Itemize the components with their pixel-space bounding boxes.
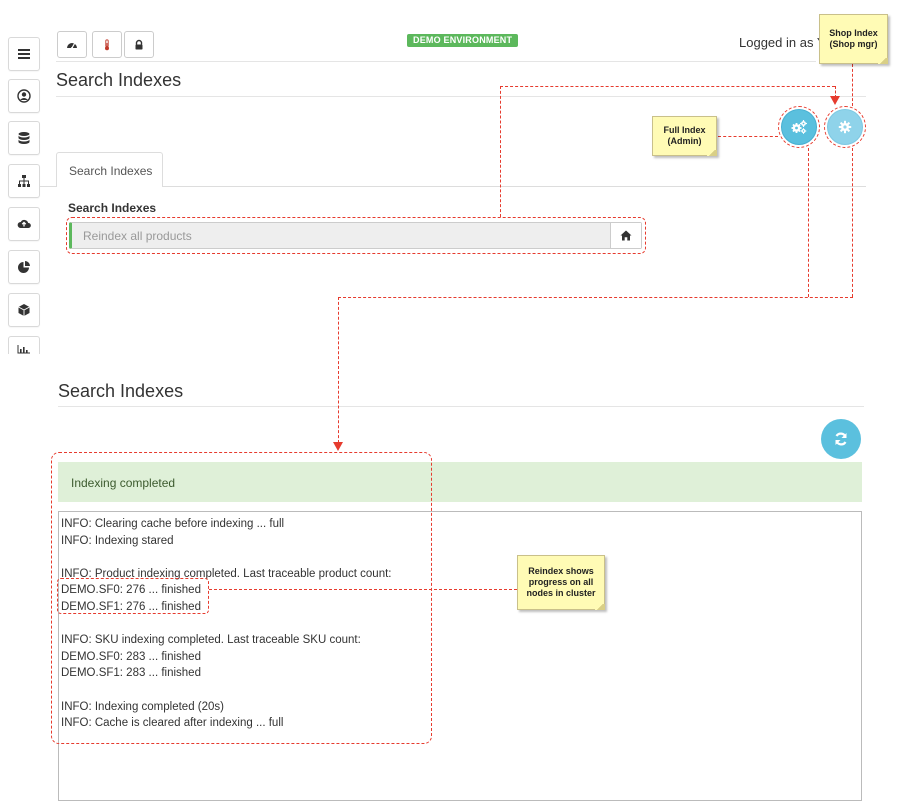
note-line: nodes in cluster <box>526 588 596 598</box>
sitemap-icon <box>18 175 30 187</box>
note-line: (Shop mgr) <box>829 39 878 49</box>
reindex-progress-note: Reindex shows progress on all nodes in c… <box>517 555 605 610</box>
bar-chart-icon <box>17 345 30 354</box>
connector-line <box>338 297 853 298</box>
user-circle-icon <box>17 89 31 103</box>
log-line: DEMO.SF1: 283 ... finished <box>61 667 201 680</box>
full-index-highlight <box>778 106 820 148</box>
connector-line <box>338 297 339 443</box>
note-line: Full Index <box>663 125 706 135</box>
dashboard-button[interactable] <box>57 31 87 58</box>
reindex-all-products-row[interactable]: Reindex all products <box>69 222 642 249</box>
menu-button[interactable] <box>8 37 40 71</box>
note-line: Shop Index <box>829 28 878 38</box>
pie-chart-icon <box>18 261 30 273</box>
note-line: Reindex shows <box>528 566 594 576</box>
refresh-icon <box>835 432 847 446</box>
nodes-highlight <box>57 578 209 614</box>
reindex-button[interactable] <box>610 223 641 248</box>
connector-line <box>209 589 517 590</box>
temperature-button[interactable] <box>92 31 122 58</box>
full-index-note: Full Index (Admin) <box>652 116 717 156</box>
tab-baseline <box>163 186 866 187</box>
connector-line <box>808 148 809 297</box>
connector-line <box>835 86 836 98</box>
home-icon <box>620 230 632 241</box>
logged-in-label: Logged in as Y <box>739 35 826 50</box>
connector-line <box>718 136 778 137</box>
log-line: DEMO.SF1: 276 ... finished <box>61 600 201 613</box>
log-line: INFO: Clearing cache before indexing ...… <box>61 518 285 530</box>
menu-icon <box>18 49 30 59</box>
connector-line <box>852 148 853 297</box>
indexing-status-alert: Indexing completed <box>58 462 862 502</box>
lock-icon <box>135 39 143 49</box>
log-line: INFO: Indexing stared <box>61 534 174 547</box>
shop-index-note: Shop Index (Shop mgr) <box>819 14 888 64</box>
title-divider <box>56 96 866 97</box>
tab-search-indexes[interactable]: Search Indexes <box>56 152 163 187</box>
results-page-title: Search Indexes <box>58 381 184 401</box>
sidebar-item-database[interactable] <box>8 121 40 155</box>
indexing-log: INFO: Clearing cache before indexing ...… <box>58 511 862 801</box>
connector-line <box>852 64 853 106</box>
connector-line <box>500 86 501 217</box>
shop-index-highlight <box>824 106 866 148</box>
refresh-button[interactable] <box>821 419 861 459</box>
log-line: INFO: Indexing completed (20s) <box>61 700 224 713</box>
thermometer-icon <box>105 38 109 50</box>
dashboard-icon <box>67 42 77 49</box>
cube-icon <box>18 304 30 316</box>
sidebar-item-reports[interactable] <box>8 250 40 284</box>
sidebar-item-sitemap[interactable] <box>8 164 40 198</box>
reindex-label: Reindex all products <box>83 229 192 243</box>
note-line: progress on all <box>528 577 594 587</box>
connector-line <box>500 86 835 87</box>
log-line: INFO: Product indexing completed. Last t… <box>61 567 392 580</box>
note-line: (Admin) <box>667 136 702 146</box>
arrow-down-icon <box>333 442 343 451</box>
reindex-highlight <box>66 217 646 254</box>
demo-environment-badge: DEMO ENVIRONMENT <box>407 34 519 47</box>
lock-button[interactable] <box>124 31 154 58</box>
log-line: DEMO.SF0: 283 ... finished <box>61 650 201 663</box>
arrow-down-icon <box>830 96 840 105</box>
log-line: INFO: SKU indexing completed. Last trace… <box>61 634 361 647</box>
tab-baseline-left <box>40 186 56 187</box>
cloud-upload-icon <box>17 219 31 228</box>
sidebar-item-users[interactable] <box>8 79 40 113</box>
sidebar-item-cloud-upload[interactable] <box>8 207 40 241</box>
sidebar-item-stats[interactable] <box>8 336 40 354</box>
section-label: Search Indexes <box>68 201 157 215</box>
log-line: DEMO.SF0: 276 ... finished <box>61 584 201 597</box>
sidebar-item-products[interactable] <box>8 293 40 327</box>
header-divider <box>56 61 816 62</box>
database-icon <box>18 132 30 144</box>
log-highlight <box>51 452 432 744</box>
page-title: Search Indexes <box>56 70 182 90</box>
log-line: INFO: Cache is cleared after indexing ..… <box>61 717 284 730</box>
results-title-divider <box>58 406 864 407</box>
